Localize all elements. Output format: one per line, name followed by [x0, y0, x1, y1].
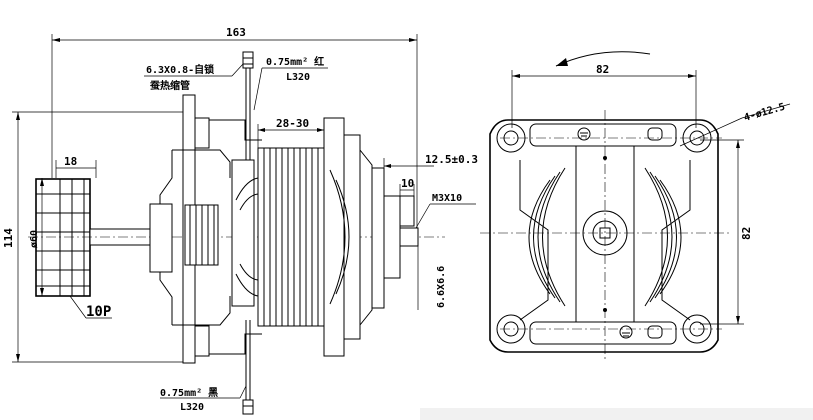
- height-label: 114: [2, 228, 15, 248]
- fan-impeller: [35, 178, 91, 297]
- side-width-label: 82: [596, 63, 609, 76]
- wire-top-length: L320: [286, 72, 310, 83]
- dimension-shaft-extension: 12.5±0.3: [383, 153, 478, 196]
- winding-right: [644, 167, 682, 307]
- right-bracket: [323, 117, 419, 357]
- flat-callout: 6.6X6.6: [417, 238, 447, 310]
- dimension-ten: 10: [399, 177, 415, 196]
- scan-artifact: [420, 408, 813, 420]
- holes-label: 4-ø12.5: [743, 102, 787, 124]
- dimension-side-height: 82: [700, 139, 753, 325]
- frame-outline: [489, 119, 719, 353]
- thread-label: M3X10: [432, 193, 462, 204]
- fan-label: 10P: [86, 304, 111, 320]
- front-view: 82 82 4-ø12.5: [480, 51, 791, 360]
- thread-callout: M3X10: [415, 193, 476, 229]
- wire-top: 6.3X0.8-自锁 蚕热缩管 0.75mm² 红 L320: [144, 51, 328, 160]
- hub-width-label: 18: [64, 155, 77, 168]
- winding-left: [528, 167, 566, 307]
- left-bracket: [149, 94, 262, 364]
- stator-length-label: 28-30: [276, 117, 309, 130]
- dimension-hub: 18: [55, 155, 97, 178]
- ground-symbol-bottom: [619, 325, 633, 339]
- wire-bottom-label: 0.75mm² 黑: [160, 387, 218, 399]
- flat-label: 6.6X6.6: [436, 266, 447, 308]
- tube-label: 蚕热缩管: [149, 79, 190, 92]
- dimension-height: 114: [2, 111, 190, 363]
- wire-bottom: 0.75mm² 黑 L320: [160, 320, 254, 415]
- side-height-label: 82: [740, 227, 753, 240]
- dimension-overall-length: 163: [51, 26, 418, 228]
- shaft-extension-label: 12.5±0.3: [425, 153, 478, 166]
- fan-diameter-label: ø60: [29, 230, 40, 248]
- overall-length-label: 163: [226, 26, 246, 39]
- dimension-ten-label: 10: [401, 177, 414, 190]
- wire-top-label: 0.75mm² 红: [266, 55, 324, 68]
- ground-symbol-top: [577, 127, 591, 141]
- dimension-stator-length: 28-30: [257, 117, 325, 148]
- stator-stack: [235, 147, 325, 327]
- connector-label: 6.3X0.8-自锁: [146, 63, 214, 76]
- dimension-side-width: 82: [511, 63, 697, 128]
- side-view: 163 114 18 ø60: [2, 26, 478, 415]
- wire-bottom-length: L320: [180, 402, 204, 413]
